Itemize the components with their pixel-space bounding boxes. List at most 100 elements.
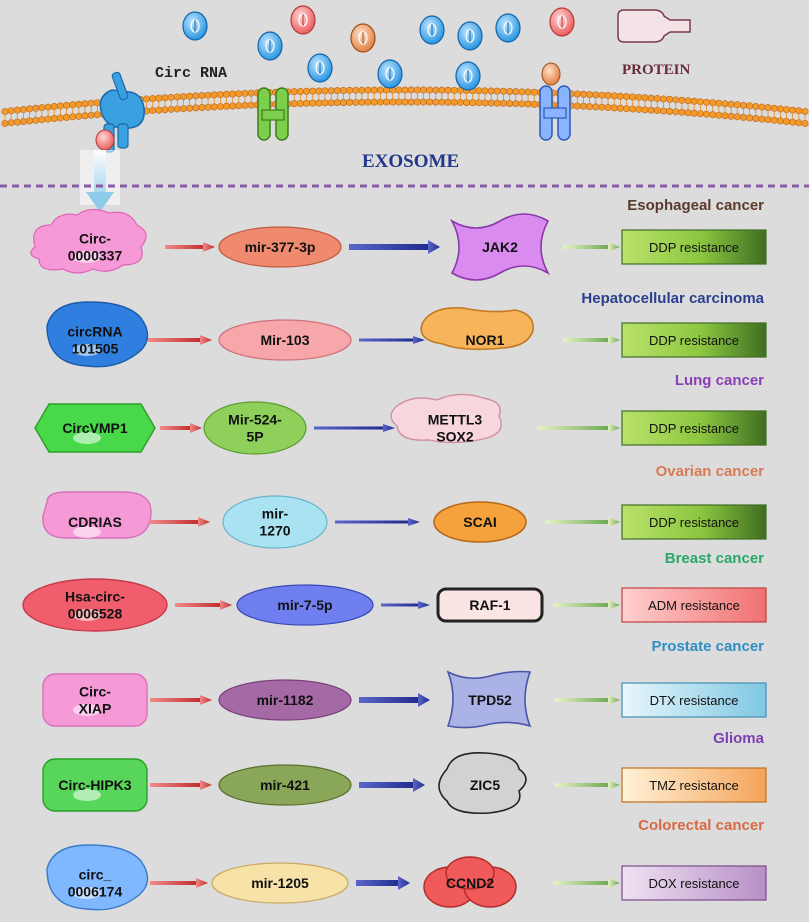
target-shape-icon bbox=[390, 393, 502, 444]
circ-to-mir-arrow-icon bbox=[160, 423, 202, 433]
mirna-label: 5P bbox=[246, 428, 263, 444]
circrna-shape-icon bbox=[30, 208, 147, 274]
resistance-label: DDP resistance bbox=[649, 333, 739, 348]
mir-to-target-arrow-icon bbox=[314, 424, 395, 432]
resistance-label: ADM resistance bbox=[648, 598, 740, 613]
resistance-box: TMZ resistance bbox=[621, 767, 767, 803]
circ-to-mir-arrow-icon bbox=[148, 335, 212, 345]
cancer-type-label: Ovarian cancer bbox=[656, 463, 765, 480]
target-to-resistance-arrow-icon bbox=[563, 242, 620, 252]
resistance-label: DOX resistance bbox=[648, 876, 739, 891]
mir-to-target-arrow-icon bbox=[359, 778, 425, 792]
circ-rna-label: Circ RNA bbox=[155, 65, 227, 82]
target-to-resistance-arrow-icon bbox=[563, 335, 620, 345]
target-label: RAF-1 bbox=[469, 597, 510, 613]
mir-to-target-arrow-icon bbox=[381, 601, 430, 609]
circrna-label: Circ- bbox=[79, 230, 111, 246]
cancer-type-label: Lung cancer bbox=[675, 372, 764, 389]
circ-to-mir-arrow-icon bbox=[150, 780, 212, 790]
target-shape-icon bbox=[449, 213, 551, 281]
target-shape-icon bbox=[446, 670, 532, 729]
mirna-label: 1270 bbox=[259, 522, 290, 538]
mirna-shape-icon bbox=[218, 319, 352, 361]
circrna-label: CDRIAS bbox=[68, 514, 122, 530]
circrna-label: 101505 bbox=[72, 340, 119, 356]
circrna-shape-icon bbox=[46, 844, 149, 911]
mirna-shape-icon bbox=[211, 862, 349, 904]
circrna-label: Hsa-circ- bbox=[65, 588, 125, 604]
mirna-label: mir-421 bbox=[260, 777, 310, 793]
target-to-resistance-arrow-icon bbox=[555, 695, 620, 705]
mir-to-target-arrow-icon bbox=[335, 518, 420, 526]
protein-icon bbox=[617, 9, 691, 43]
circrna-shape-icon bbox=[46, 301, 149, 368]
mirna-label: mir- bbox=[262, 505, 289, 521]
target-shape-icon bbox=[438, 752, 527, 815]
cancer-type-label: Esophageal cancer bbox=[627, 197, 764, 214]
target-shape-icon bbox=[433, 501, 527, 543]
circ-to-mir-arrow-icon bbox=[150, 878, 208, 888]
cancer-type-label: Breast cancer bbox=[665, 550, 764, 567]
circrna-label: Circ-HIPK3 bbox=[58, 777, 131, 793]
circrna-label: circ_ bbox=[79, 866, 112, 882]
resistance-label: DDP resistance bbox=[649, 421, 739, 436]
target-to-resistance-arrow-icon bbox=[537, 423, 620, 433]
mirna-label: mir-377-3p bbox=[245, 239, 316, 255]
target-label: CCND2 bbox=[446, 875, 494, 891]
mirna-label: mir-7-5p bbox=[277, 597, 332, 613]
cancer-type-label: Hepatocellular carcinoma bbox=[581, 290, 764, 307]
mirna-label: mir-1182 bbox=[257, 692, 314, 708]
pathway-row: Hepatocellular carcinomacircRNA101505Mir… bbox=[46, 290, 767, 368]
resistance-box: DOX resistance bbox=[621, 865, 767, 901]
circrna-shape-icon bbox=[22, 578, 168, 632]
circrna-shape-icon bbox=[42, 673, 148, 727]
mir-to-target-arrow-icon bbox=[356, 876, 410, 890]
resistance-box: DDP resistance bbox=[621, 229, 767, 265]
target-label: METTL3 bbox=[428, 411, 483, 427]
transmembrane-protein-green-icon bbox=[257, 87, 289, 141]
circrna-label: 0006528 bbox=[68, 605, 123, 621]
cancer-type-label: Colorectal cancer bbox=[638, 817, 764, 834]
mirna-shape-icon bbox=[236, 584, 374, 626]
resistance-label: DDP resistance bbox=[649, 240, 739, 255]
target-label: TPD52 bbox=[468, 692, 512, 708]
target-to-resistance-arrow-icon bbox=[545, 517, 620, 527]
mir-to-target-arrow-icon bbox=[359, 336, 425, 344]
mirna-shape-icon bbox=[218, 226, 342, 268]
exosome-label: EXOSOME bbox=[362, 151, 459, 172]
protein-label: PROTEIN bbox=[622, 62, 691, 78]
mirna-shape-icon bbox=[222, 495, 328, 549]
target-to-resistance-arrow-icon bbox=[553, 600, 620, 610]
mirna-label: mir-1205 bbox=[251, 875, 309, 891]
circrna-label: 0000337 bbox=[68, 247, 123, 263]
target-label: ZIC5 bbox=[470, 777, 501, 793]
circrna-label: circRNA bbox=[67, 323, 122, 339]
target-label: SCAI bbox=[463, 514, 496, 530]
circ-to-mir-arrow-icon bbox=[165, 242, 215, 252]
target-shape-icon bbox=[436, 587, 544, 623]
resistance-box: DDP resistance bbox=[621, 322, 767, 358]
resistance-box: DDP resistance bbox=[621, 504, 767, 540]
cancer-type-label: Prostate cancer bbox=[651, 638, 764, 655]
mirna-label: Mir-524- bbox=[228, 411, 282, 427]
resistance-label: DTX resistance bbox=[650, 693, 739, 708]
circrna-shape-icon bbox=[34, 403, 156, 453]
circ-to-mir-arrow-icon bbox=[150, 695, 212, 705]
target-label: JAK2 bbox=[482, 239, 518, 255]
mirna-shape-icon bbox=[218, 679, 352, 721]
resistance-box: DTX resistance bbox=[621, 682, 767, 718]
downward-transfer-arrow-icon bbox=[80, 150, 120, 212]
target-to-resistance-arrow-icon bbox=[553, 878, 620, 888]
mirna-shape-icon bbox=[218, 764, 352, 806]
receptor-left-icon bbox=[95, 71, 145, 153]
circrna-label: Circ- bbox=[79, 683, 111, 699]
cancer-type-label: Glioma bbox=[713, 730, 765, 747]
circrna-label: 0006174 bbox=[68, 883, 123, 899]
circ-to-mir-arrow-icon bbox=[150, 517, 210, 527]
